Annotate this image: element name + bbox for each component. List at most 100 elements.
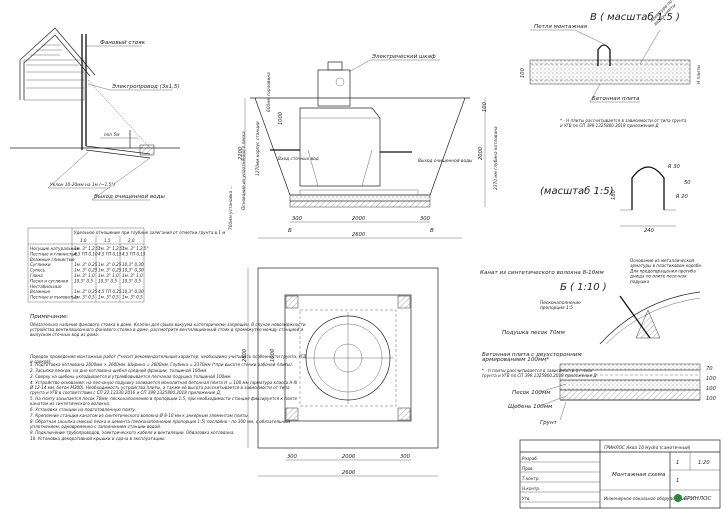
outlet-short-label: Выход очищенной воды <box>418 158 473 164</box>
table-cell: 1м. 3° 0,5 <box>122 295 143 300</box>
notes-p1: Обязательно наличие фанового стояка в до… <box>29 322 306 337</box>
notes-step: 7. Крепление станции канатом из синтетич… <box>30 413 249 418</box>
armature-label: Арматура по низу иверху плиты <box>648 0 688 28</box>
table-cell: Пестные и глинистые <box>30 251 78 256</box>
table-cell: Супесь <box>30 268 46 273</box>
base-label: Основание из уплотнённого песка <box>241 131 247 210</box>
notes-p2: Порядок проведения монтажных работ (*нос… <box>30 354 306 364</box>
concrete-plate <box>299 189 419 196</box>
table-cell: Нестабильные <box>30 284 62 289</box>
plan-dim-2600: 2600 <box>342 470 356 476</box>
detail-dim-100-b: 100 <box>706 386 717 392</box>
table-cell: 1м. 3° 1,0 <box>98 273 119 278</box>
notes-step: 5. На плиту засыпается песок 70мм, песко… <box>30 396 297 406</box>
rope-line <box>619 295 651 339</box>
notes-step: 2. Засыпка песком: на дно котлована щебн… <box>30 368 208 373</box>
dim-1270: 1270мм корпус станции <box>255 121 261 176</box>
table-cell: 1м. 3° 0,5 <box>98 295 119 300</box>
soil-table: Удельное отношение при глубине залегания… <box>27 227 225 303</box>
concrete-label: Бетонная плита <box>592 96 640 102</box>
anchor-block <box>635 309 661 339</box>
plan-outer <box>257 267 439 449</box>
dim-2000-vertical: 2000 <box>478 146 484 160</box>
detail-b: Б ( 1:10 ) Канат из синтетического волок… <box>480 258 717 426</box>
notes-heading: Примечание: <box>30 314 69 320</box>
detail-dim-100-c: 100 <box>706 396 717 402</box>
notes-step: 6. Установка станции на подготовленную п… <box>30 407 136 412</box>
table-cell: 10,3° 0,5 <box>98 278 117 283</box>
title-block-row-label: Н.контр. <box>522 486 540 491</box>
detail-dim-100-a: 100 <box>706 376 717 382</box>
excavation-outline <box>254 97 466 196</box>
station-wall-curve <box>599 291 701 345</box>
mark-v-section: В <box>430 228 434 234</box>
table-cell: 1м. 3° 1,2,5° <box>122 246 149 251</box>
soil-label: Грунт <box>540 420 558 426</box>
plate-sub-label: * - h плиты рассчитывается в зависимости… <box>482 368 597 378</box>
title-block-row-label: Утв. <box>522 496 531 501</box>
slope-label: Уклон 10-20мм на 1м (~1.5°) <box>50 182 116 188</box>
dim-700: 700мм установка ... <box>228 185 234 230</box>
dim-300-right: 300 <box>420 216 431 222</box>
dim-2370: 2370 мм глубина котлована <box>493 126 499 190</box>
outlet-label: Выход очищенной воды <box>94 194 165 200</box>
section-view: Электрический шкаф Вход сточных вод Выхо… <box>228 54 499 239</box>
title-block: ГРИНЛОС Аква 10 Hydro (самотечный) Монта… <box>519 439 721 509</box>
plan-view: 2000 300 300 2600 2600 1000 <box>242 267 439 477</box>
sheet-number: 1 <box>676 460 679 466</box>
sand-label: Песок 100мм <box>512 390 551 396</box>
table-cell: 1м. 3° 0,5 <box>74 295 95 300</box>
notes-step: 1. Подготовка котлована 2600мм × 2600мм.… <box>30 362 293 367</box>
detail-b-title: Б ( 1:10 ) <box>560 282 607 293</box>
table-cell: 10,3° 0,5 <box>74 278 93 283</box>
table-cell: 4,5 ГП 0,15 <box>122 251 146 256</box>
table-cell: Пески и суглинки <box>30 278 68 283</box>
dim-100-v: 100 <box>520 67 526 78</box>
detail-pillow <box>559 363 701 371</box>
dim-1000: 1000 <box>278 111 284 125</box>
dim-180: 180 <box>611 189 617 200</box>
table-cell: Глина <box>30 273 43 278</box>
plan-dim-2000: 2000 <box>342 454 356 460</box>
power-line-label: Электропровод (3х1,5) <box>111 84 180 90</box>
notes-step: 9. Подключение трубопроводов, электричес… <box>30 430 235 435</box>
table-cell: 10,3° 0,5 <box>122 278 141 283</box>
loop-label: Петля монтажная <box>534 24 588 30</box>
dim-300-left: 300 <box>292 216 303 222</box>
table-cell: 1м. 3° 0,25 <box>74 268 98 273</box>
vent-stack-label: Фановый стояк <box>100 40 146 46</box>
sewer-pipe <box>85 145 151 155</box>
detail-sand <box>559 379 701 391</box>
dim-2000: 2000 <box>352 216 366 222</box>
dim-600: 600мм горловина <box>266 72 272 112</box>
r20-label: R 20 <box>676 194 689 200</box>
station-body <box>270 61 412 187</box>
plan-dim-1000-v: 1000 <box>270 348 276 362</box>
rope-label: Канат из синтетического волокна 8-10мм <box>480 270 605 276</box>
sheet-scale: 1:20 <box>698 460 710 466</box>
mark-b-section: Б <box>288 228 292 234</box>
plan-anchors <box>285 295 411 421</box>
table-cell: 10,3° 0,30 <box>122 262 144 267</box>
table-title: Удельное отношение при глубине залегания… <box>74 230 225 235</box>
title-block-row-label: Разраб. <box>522 456 538 461</box>
dim-2600: 2600 <box>352 232 366 238</box>
table-cell: Влажные глинистые <box>30 257 75 262</box>
table-col-2: 1,5 <box>104 238 111 243</box>
notes-step: 8. Обратная засыпка смесью песка и цемен… <box>29 419 290 429</box>
table-cell: 4,5 ГП 0,15 <box>98 251 122 256</box>
plan-dim-300-left: 300 <box>287 454 298 460</box>
table-cell: Влажные <box>30 289 51 294</box>
table-cell: 1м. 3° 1,0 <box>74 273 95 278</box>
station-mini <box>139 144 155 156</box>
sand-layer <box>289 194 431 202</box>
table-cell: 1м. 3° 0,25 <box>98 262 122 267</box>
table-col-3: 2,0 <box>128 238 135 243</box>
h-plate-label: Н плиты <box>696 65 702 84</box>
view-b-title: В ( масштаб 1:5 ) <box>590 11 680 23</box>
notes-step: 4. Устройство основания: на песчаную под… <box>29 380 298 395</box>
